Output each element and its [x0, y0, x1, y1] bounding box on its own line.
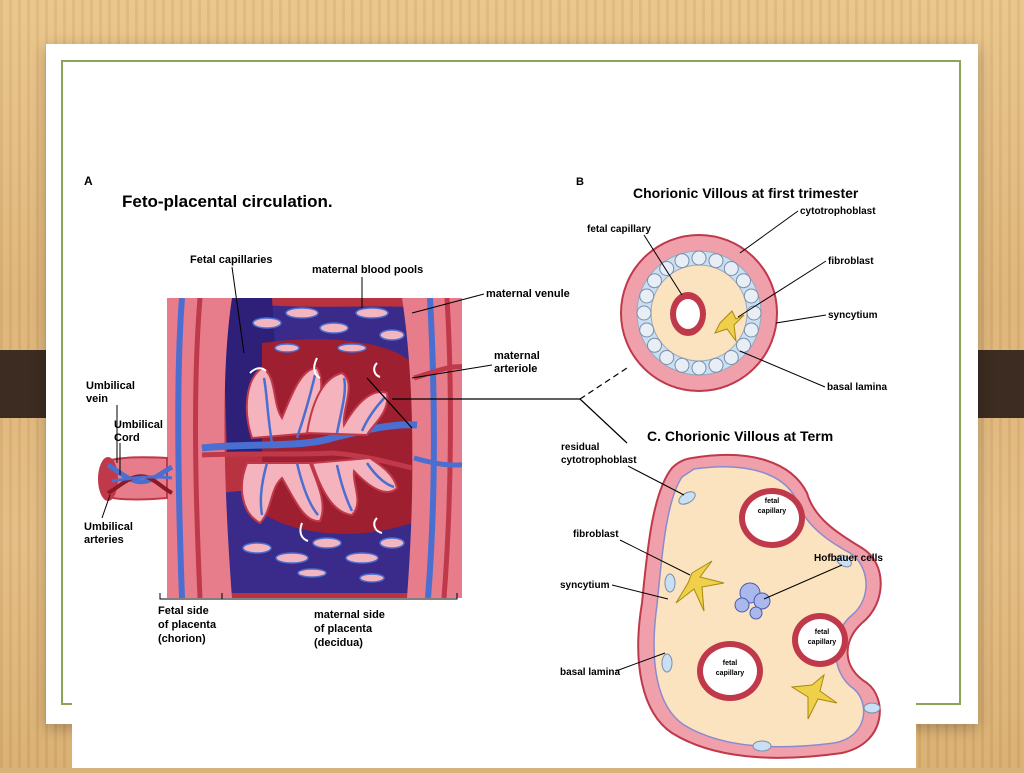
label-fetal-side-3: (chorion): [158, 633, 206, 645]
label-maternal-venule: maternal venule: [486, 288, 570, 300]
panel-b-leader-lines: [643, 210, 827, 388]
cytotrophoblast-cell: [636, 305, 652, 321]
cytotrophoblast-cell: [736, 337, 751, 353]
label-b-basal-lamina: basal lamina: [827, 382, 887, 393]
label-umbilical-vein-2: vein: [86, 393, 108, 405]
label-maternal-side-2: of placenta: [314, 623, 373, 635]
cytotrophoblast-cell: [746, 305, 762, 321]
label-c-basal-lamina: basal lamina: [560, 667, 620, 678]
panel-b-title: Chorionic Villous at first trimester: [633, 185, 859, 201]
label-fetal-side-2: of placenta: [158, 619, 217, 631]
figure-svg: A Feto-placental circulation.: [84, 174, 887, 759]
cytotrophoblast-cell: [674, 357, 690, 373]
label-c-fibroblast: fibroblast: [573, 529, 619, 540]
label-c-residual-1: residual: [561, 442, 600, 453]
label-umbilical-arteries-2: arteries: [84, 534, 124, 546]
cytotrophoblast-cell: [691, 360, 707, 376]
panel-c-title: C. Chorionic Villous at Term: [647, 428, 833, 444]
label-maternal-arteriole-2: arteriole: [494, 363, 537, 375]
cytotrophoblast-cell: [736, 273, 751, 289]
cytotrophoblast-cell: [639, 322, 655, 338]
cytotrophoblast-cell: [743, 322, 759, 338]
label-c-syncytium: syncytium: [560, 580, 610, 591]
label-c-hofbauer: Hofbauer cells: [814, 553, 883, 564]
label-fetal-side-1: Fetal side: [158, 605, 209, 617]
panel-b: B Chorionic Villous at first trimester f…: [576, 176, 887, 393]
panel-a: A Feto-placental circulation.: [84, 174, 628, 649]
panel-c: C. Chorionic Villous at Term: [560, 428, 883, 759]
label-b-cytotrophoblast: cytotrophoblast: [800, 206, 876, 217]
cytotrophoblast-cell: [647, 337, 662, 353]
label-umbilical-cord-1: Umbilical: [114, 419, 163, 431]
cytotrophoblast-cell: [723, 261, 739, 276]
label-fetal-capillaries: Fetal capillaries: [190, 254, 273, 266]
placenta-cross-section: [102, 298, 462, 598]
cytotrophoblast-cell: [639, 288, 655, 304]
label-umbilical-vein-1: Umbilical: [86, 380, 135, 392]
panel-a-title: Feto-placental circulation.: [122, 192, 333, 211]
panel-a-leader-lines: [101, 266, 493, 600]
cytotrophoblast-cell: [659, 350, 675, 365]
label-c-cap1-b: capillary: [758, 508, 787, 515]
label-maternal-side-1: maternal side: [314, 609, 385, 621]
placenta-figure: A Feto-placental circulation.: [72, 163, 916, 768]
panel-b-letter: B: [576, 176, 584, 188]
label-b-fetal-capillary: fetal capillary: [587, 224, 651, 235]
label-c-residual-2: cytotrophoblast: [561, 455, 637, 466]
label-maternal-side-3: (decidua): [314, 637, 363, 649]
cytotrophoblast-cell: [723, 350, 739, 365]
label-c-cap2-b: capillary: [716, 670, 745, 677]
cytotrophoblast-cell: [708, 253, 724, 269]
panel-connector: [366, 367, 628, 444]
cytotrophoblast-ring: [636, 250, 762, 376]
label-c-cap3-b: capillary: [808, 639, 837, 646]
label-maternal-blood-pools: maternal blood pools: [312, 264, 423, 276]
label-c-cap1-a: fetal: [765, 498, 779, 505]
label-maternal-arteriole-1: maternal: [494, 350, 540, 362]
panel-c-leader-lines: [611, 465, 843, 672]
label-c-cap2-a: fetal: [723, 660, 737, 667]
cytotrophoblast-cell: [647, 273, 662, 289]
label-c-cap3-a: fetal: [815, 629, 829, 636]
label-umbilical-arteries-1: Umbilical: [84, 521, 133, 533]
label-b-fibroblast: fibroblast: [828, 256, 874, 267]
cytotrophoblast-cell: [708, 357, 724, 373]
panel-a-letter: A: [84, 174, 93, 188]
cytotrophoblast-cell: [674, 253, 690, 269]
label-umbilical-cord-2: Cord: [114, 432, 140, 444]
cytotrophoblast-cell: [691, 250, 707, 266]
term-fetal-capillaries: [697, 488, 848, 701]
label-b-syncytium: syncytium: [828, 310, 878, 321]
cytotrophoblast-cell: [743, 288, 759, 304]
